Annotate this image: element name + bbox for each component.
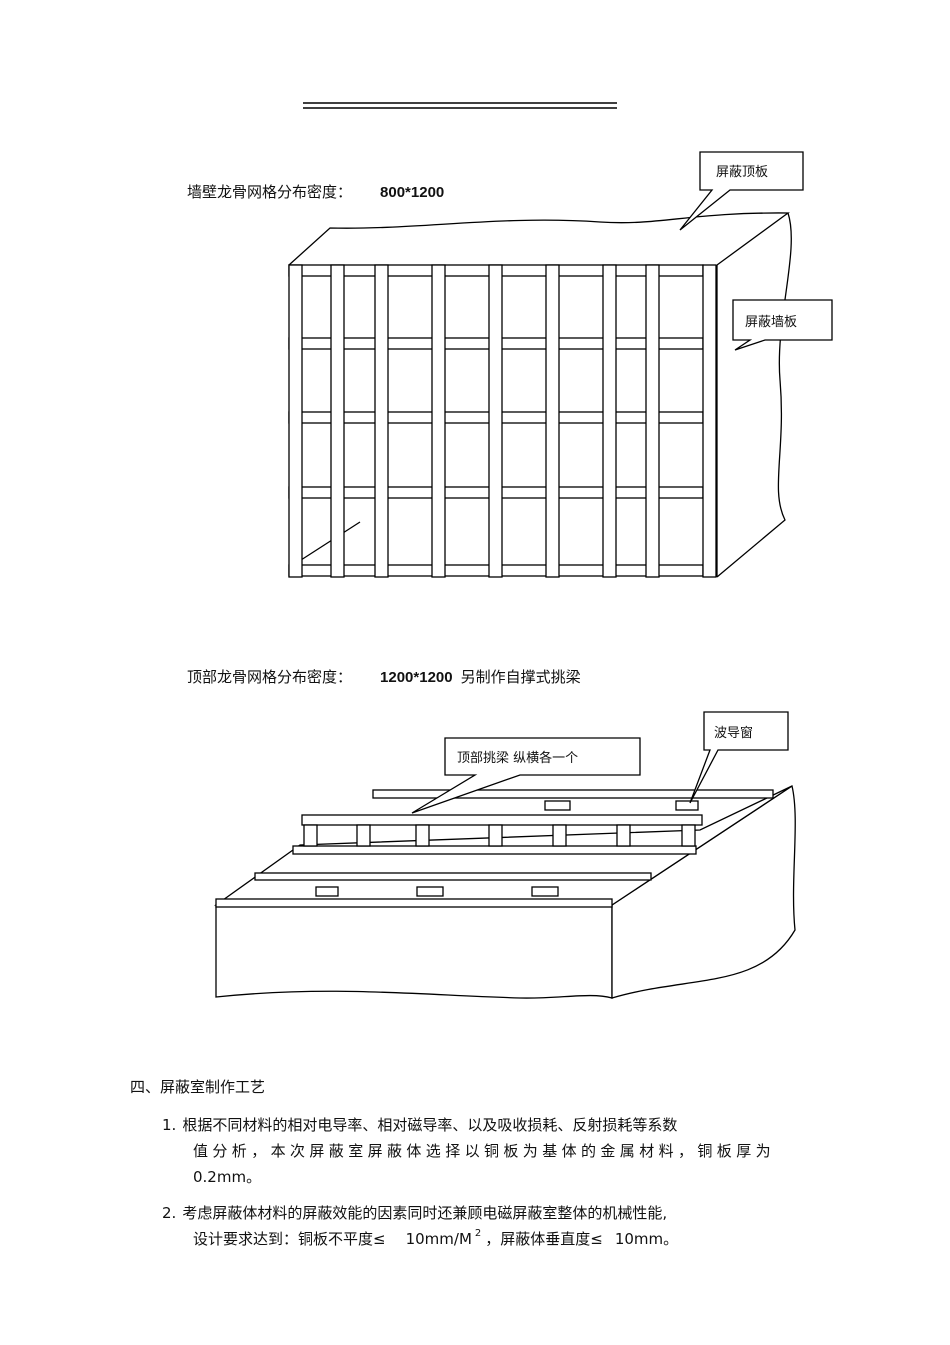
item-2-line-1: 考虑屏蔽体材料的屏蔽效能的因素同时还兼顾电磁屏蔽室整体的机械性能, (182, 1204, 668, 1222)
item-2-line-2b: 10mm/M (405, 1230, 472, 1248)
beam-post (488, 824, 503, 847)
item-2-line-2d: 10mm。 (614, 1230, 679, 1248)
vertical-stud (431, 264, 446, 578)
beam-post (552, 824, 567, 847)
callout-wall-plate: 屏蔽墙板 (745, 315, 798, 330)
vertical-stud (488, 264, 503, 578)
vertical-stud (602, 264, 617, 578)
vertical-stud (702, 264, 717, 578)
vertical-stud (545, 264, 560, 578)
item-2-line-2c: ，屏蔽体垂直度≤ (485, 1230, 603, 1248)
item-1-line-2: 值分析，本次屏蔽室屏蔽体选择以铜板为基体的金属材料，铜板厚为 (193, 1142, 776, 1160)
item-2-line-2a: 设计要求达到：铜板不平度≤ (193, 1230, 386, 1248)
vertical-stud (374, 264, 389, 578)
fig1-label: 墙壁龙骨网格分布密度： (187, 183, 353, 201)
callout-roof-beam: 顶部挑梁 纵横各一个 (457, 751, 579, 766)
item-2-superscript: 2 (474, 1228, 482, 1239)
fig2-note: 另制作自撑式挑梁 (460, 668, 581, 686)
fig1-value: 800*1200 (380, 184, 445, 201)
item-2-number: 2. (162, 1204, 177, 1222)
fig2-caption: 顶部龙骨网格分布密度： 1200*1200 另制作自撑式挑梁 (187, 666, 581, 687)
item-1-line-3: 0.2mm。 (193, 1168, 262, 1186)
beam-post (303, 824, 318, 847)
item-1-line-1: 根据不同材料的相对电导率、相对磁导率、以及吸收损耗、反射损耗等系数 (182, 1116, 678, 1134)
beam-post (616, 824, 631, 847)
callout-top-plate: 屏蔽顶板 (716, 165, 769, 180)
item-1-number: 1. (162, 1116, 177, 1134)
fig2-label: 顶部龙骨网格分布密度： (187, 668, 353, 686)
item-1-first-line: 1. 根据不同材料的相对电导率、相对磁导率、以及吸收损耗、反射损耗等系数 (162, 1114, 677, 1135)
vertical-stud (288, 264, 303, 578)
item-2-second-line: 设计要求达到：铜板不平度≤ 10mm/M 2 ，屏蔽体垂直度≤ 10mm。 (193, 1228, 678, 1249)
vertical-stud (330, 264, 345, 578)
beam-post (681, 824, 696, 847)
callout-waveguide-window: 波导窗 (714, 726, 754, 741)
beam-post (356, 824, 371, 847)
vertical-stud (645, 264, 660, 578)
item-2-first-line: 2. 考虑屏蔽体材料的屏蔽效能的因素同时还兼顾电磁屏蔽室整体的机械性能, (162, 1202, 667, 1223)
fig1-caption: 墙壁龙骨网格分布密度： 800*1200 (187, 181, 444, 202)
section-heading: 四、屏蔽室制作工艺 (130, 1078, 266, 1096)
fig2-value: 1200*1200 (380, 669, 453, 686)
beam-post (415, 824, 430, 847)
